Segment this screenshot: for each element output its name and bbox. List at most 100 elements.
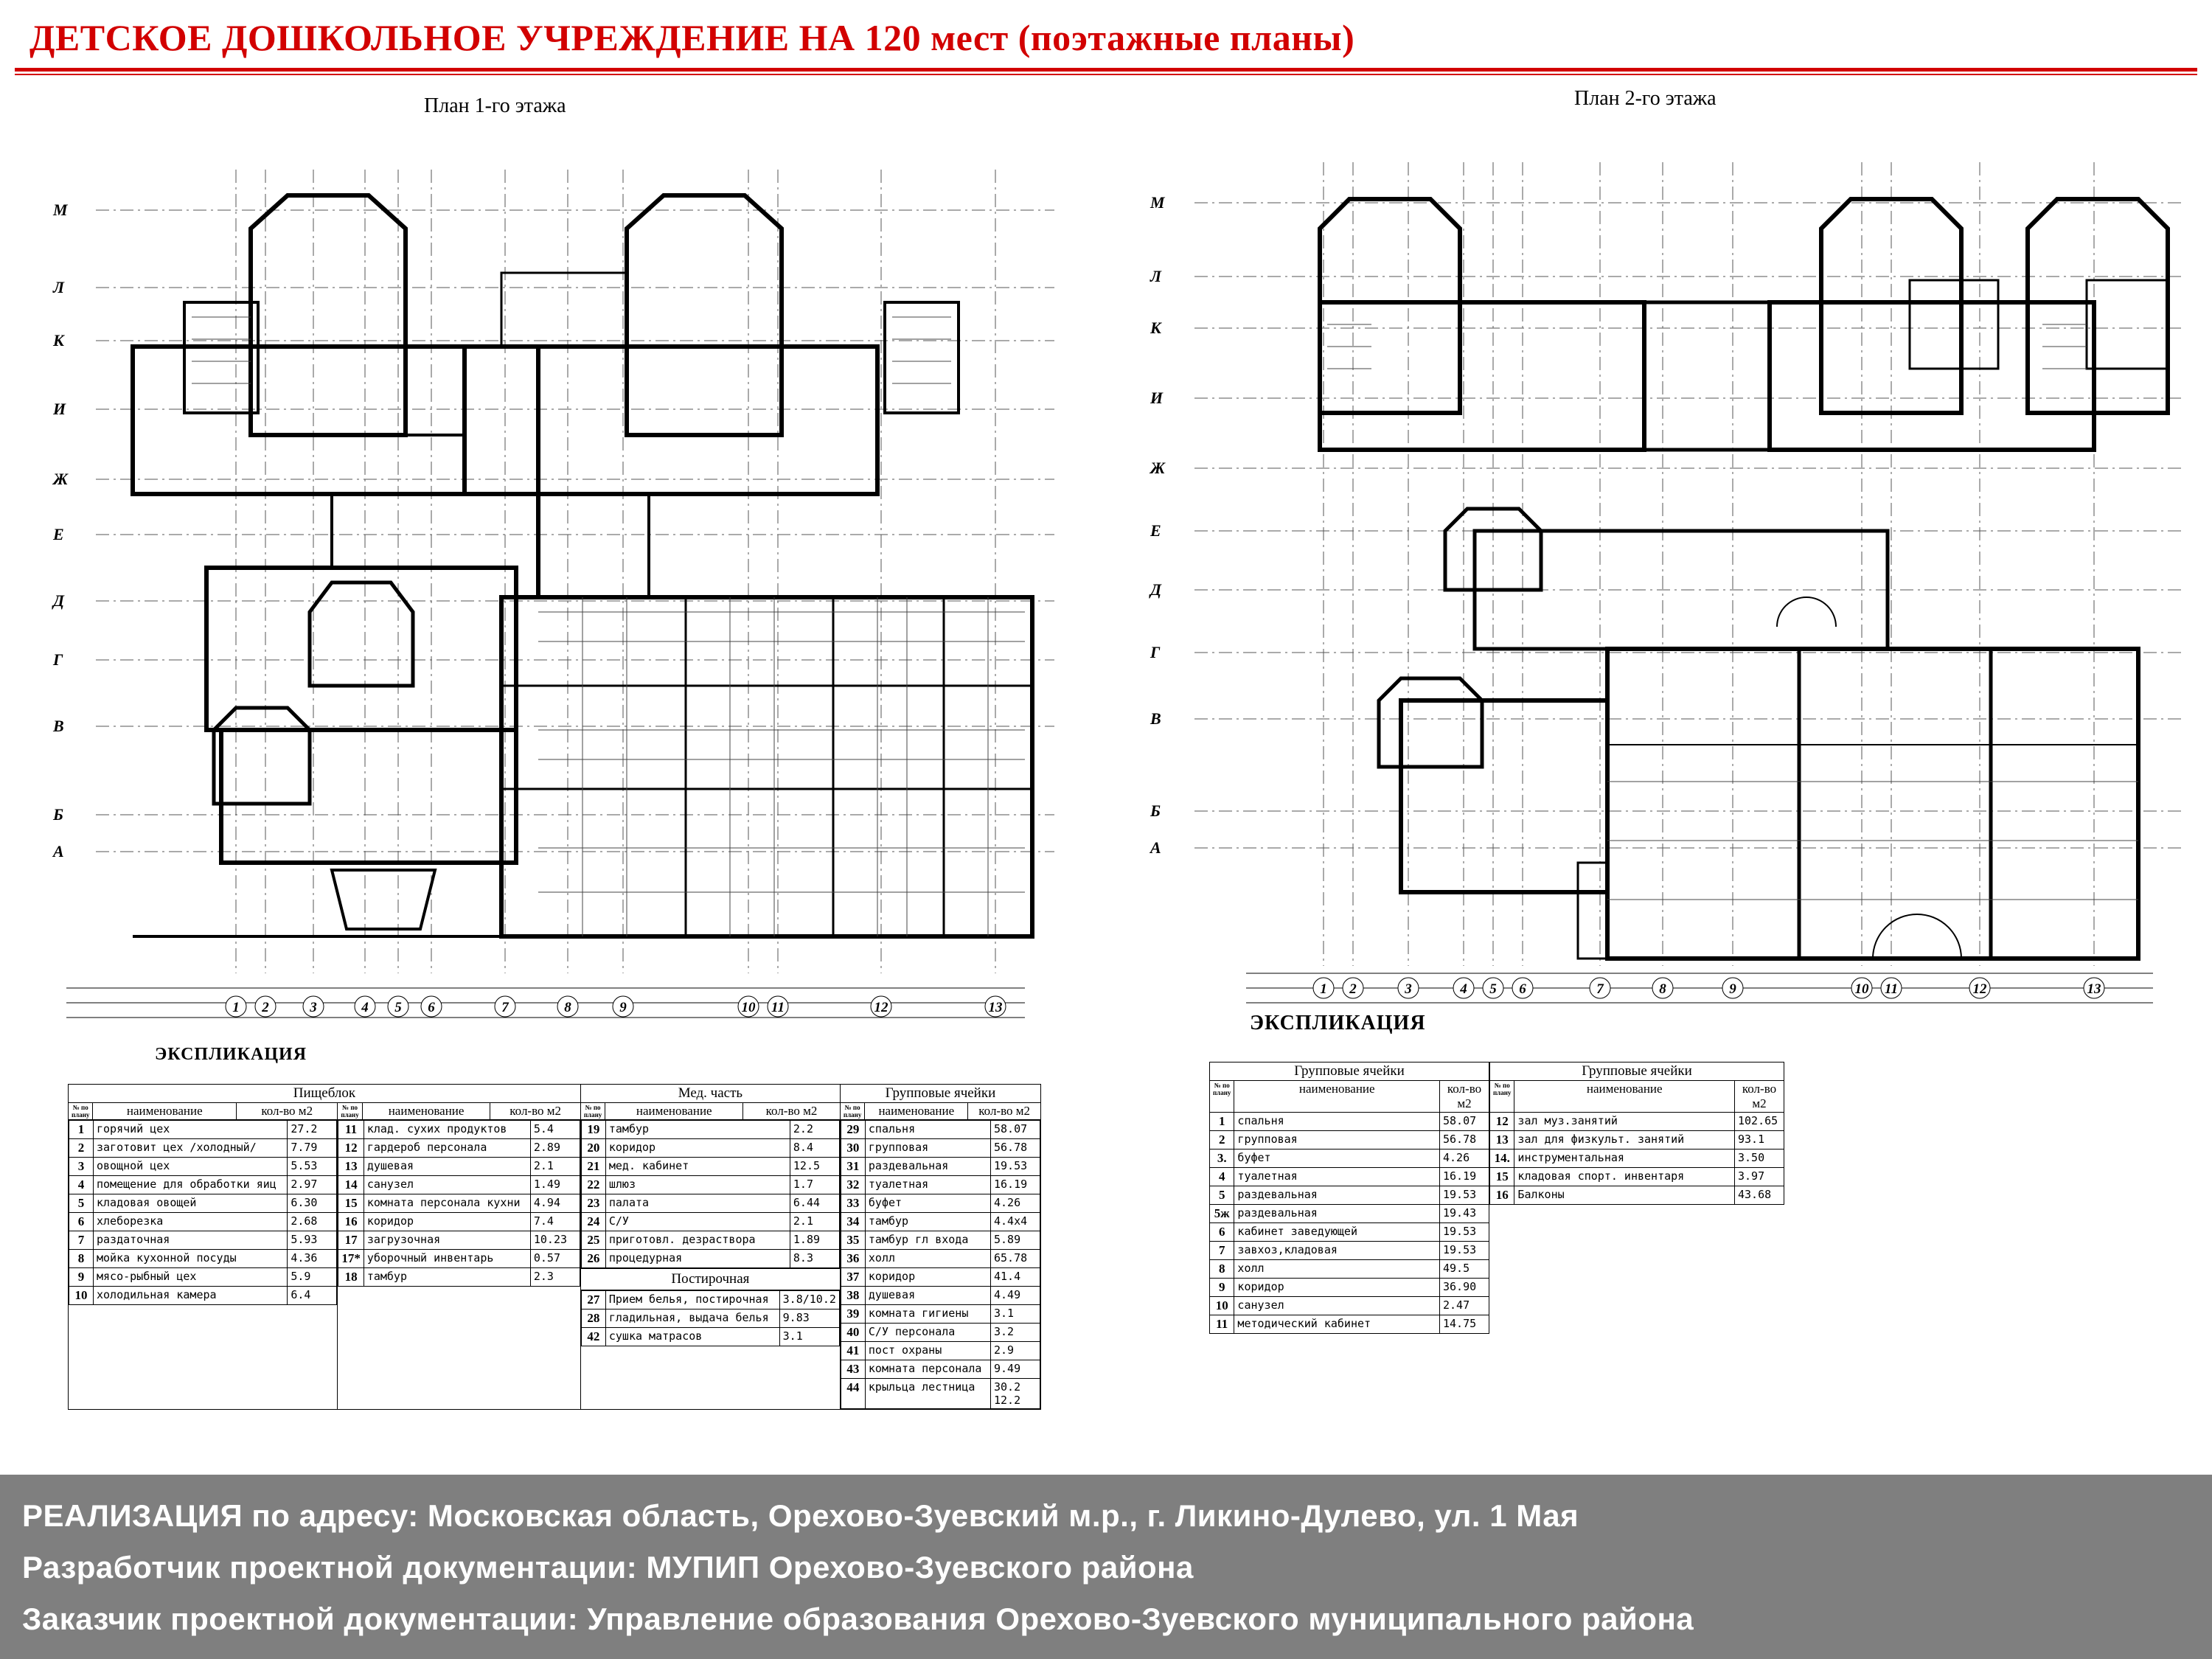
row-value: 8.3: [789, 1249, 840, 1268]
row-name: помещение для обработки яиц: [92, 1175, 288, 1194]
row-name: санузел: [363, 1175, 531, 1194]
axis-col-label: 5: [394, 1000, 402, 1015]
row-name: раздевальная: [1234, 1186, 1440, 1205]
row-value: 10.23: [529, 1231, 580, 1250]
row-number: 13: [1489, 1130, 1515, 1150]
row-value: 3.8/10.2: [779, 1290, 840, 1310]
axis-col-marker: [1851, 977, 1873, 999]
row-value: 2.1: [789, 1212, 840, 1231]
row-number: 7: [1208, 1241, 1235, 1260]
axis-col-label: 7: [1596, 981, 1604, 997]
axis-row-label: К: [52, 331, 65, 349]
row-number: 16: [338, 1212, 364, 1231]
row-value: 7.79: [287, 1138, 338, 1158]
axis-col-label: 10: [1855, 981, 1870, 997]
axis-col-label: 12: [874, 1000, 889, 1015]
footer-customer: Заказчик проектной документации: Управле…: [22, 1601, 1694, 1636]
axis-col-label: 3: [309, 1000, 317, 1015]
row-name: пост охраны: [864, 1341, 992, 1360]
row-value: 58.07: [1439, 1112, 1489, 1131]
header-no: № по плану: [67, 1102, 94, 1120]
header-name: наименование: [1234, 1080, 1440, 1113]
header-name: наименование: [92, 1102, 237, 1120]
axis-col-label: 11: [1885, 981, 1898, 997]
axis-col-marker: [1969, 977, 1991, 999]
header-name: наименование: [361, 1102, 491, 1120]
header-name: наименование: [605, 1102, 744, 1120]
row-number: 33: [840, 1194, 866, 1213]
row-name: заготовит цех /холодный/: [92, 1138, 288, 1158]
row-value: 2.89: [529, 1138, 580, 1158]
axis-col-marker: [1652, 977, 1674, 999]
row-value: 2.47: [1439, 1296, 1489, 1315]
row-value: 56.78: [1439, 1130, 1489, 1150]
row-number: 3: [69, 1157, 94, 1176]
axis-row-label: А: [52, 842, 64, 860]
row-number: 8: [69, 1249, 94, 1268]
axis-col-label: 4: [1459, 981, 1467, 997]
axis-row-label: Л: [1150, 267, 1162, 285]
row-value: 4.36: [287, 1249, 338, 1268]
row-number: 10: [69, 1286, 94, 1305]
row-number: 8: [1208, 1259, 1235, 1279]
row-name: туалетная: [864, 1175, 992, 1194]
row-value: 1.7: [789, 1175, 840, 1194]
axis-row-label: И: [1150, 389, 1164, 407]
axis-row-label: Ж: [52, 470, 69, 488]
row-name: сушка матрасов: [605, 1327, 780, 1346]
axis-col-marker: [387, 995, 409, 1018]
row-number: 12: [1489, 1112, 1515, 1131]
row-name: С/У персонала: [864, 1323, 992, 1342]
title-underline: [15, 68, 2197, 72]
row-number: 41: [840, 1341, 866, 1360]
row-number: 36: [840, 1249, 866, 1268]
row-number: 28: [580, 1309, 606, 1328]
page-title: ДЕТСКОЕ ДОШКОЛЬНОЕ УЧРЕЖДЕНИЕ НА 120 мес…: [29, 17, 1355, 58]
row-value: 9.83: [779, 1309, 840, 1328]
axis-col-marker: [494, 995, 516, 1018]
row-number: 11: [338, 1120, 364, 1139]
row-number: 43: [840, 1360, 866, 1379]
axis-col-label: 13: [2087, 981, 2101, 997]
row-value: 19.53: [1439, 1222, 1489, 1242]
row-value: 5.4: [529, 1120, 580, 1139]
row-value: 9.49: [990, 1360, 1040, 1379]
row-name: мойка кухонной посуды: [92, 1249, 288, 1268]
row-number: 31: [840, 1157, 866, 1176]
header-qty: кол-во м2: [967, 1102, 1041, 1120]
explication2-left-table: Групповые ячейки № по плану наименование…: [1208, 1062, 1489, 1334]
axis-row-label: М: [1150, 193, 1166, 212]
row-name: туалетная: [1234, 1167, 1440, 1186]
axis-col-marker: [1512, 977, 1534, 999]
axis-col-marker: [1482, 977, 1504, 999]
axis-col-label: 10: [742, 1000, 757, 1015]
row-name: тамбур: [363, 1267, 531, 1287]
row-name: коридор: [864, 1267, 992, 1287]
row-number: 5ж: [1208, 1204, 1235, 1223]
row-name: санузел: [1234, 1296, 1440, 1315]
row-number: 18: [338, 1267, 364, 1287]
row-number: 10: [1208, 1296, 1235, 1315]
row-name: комната персонала кухни: [363, 1194, 531, 1213]
axis-row-label: В: [52, 717, 64, 735]
row-value: 56.78: [990, 1138, 1040, 1158]
